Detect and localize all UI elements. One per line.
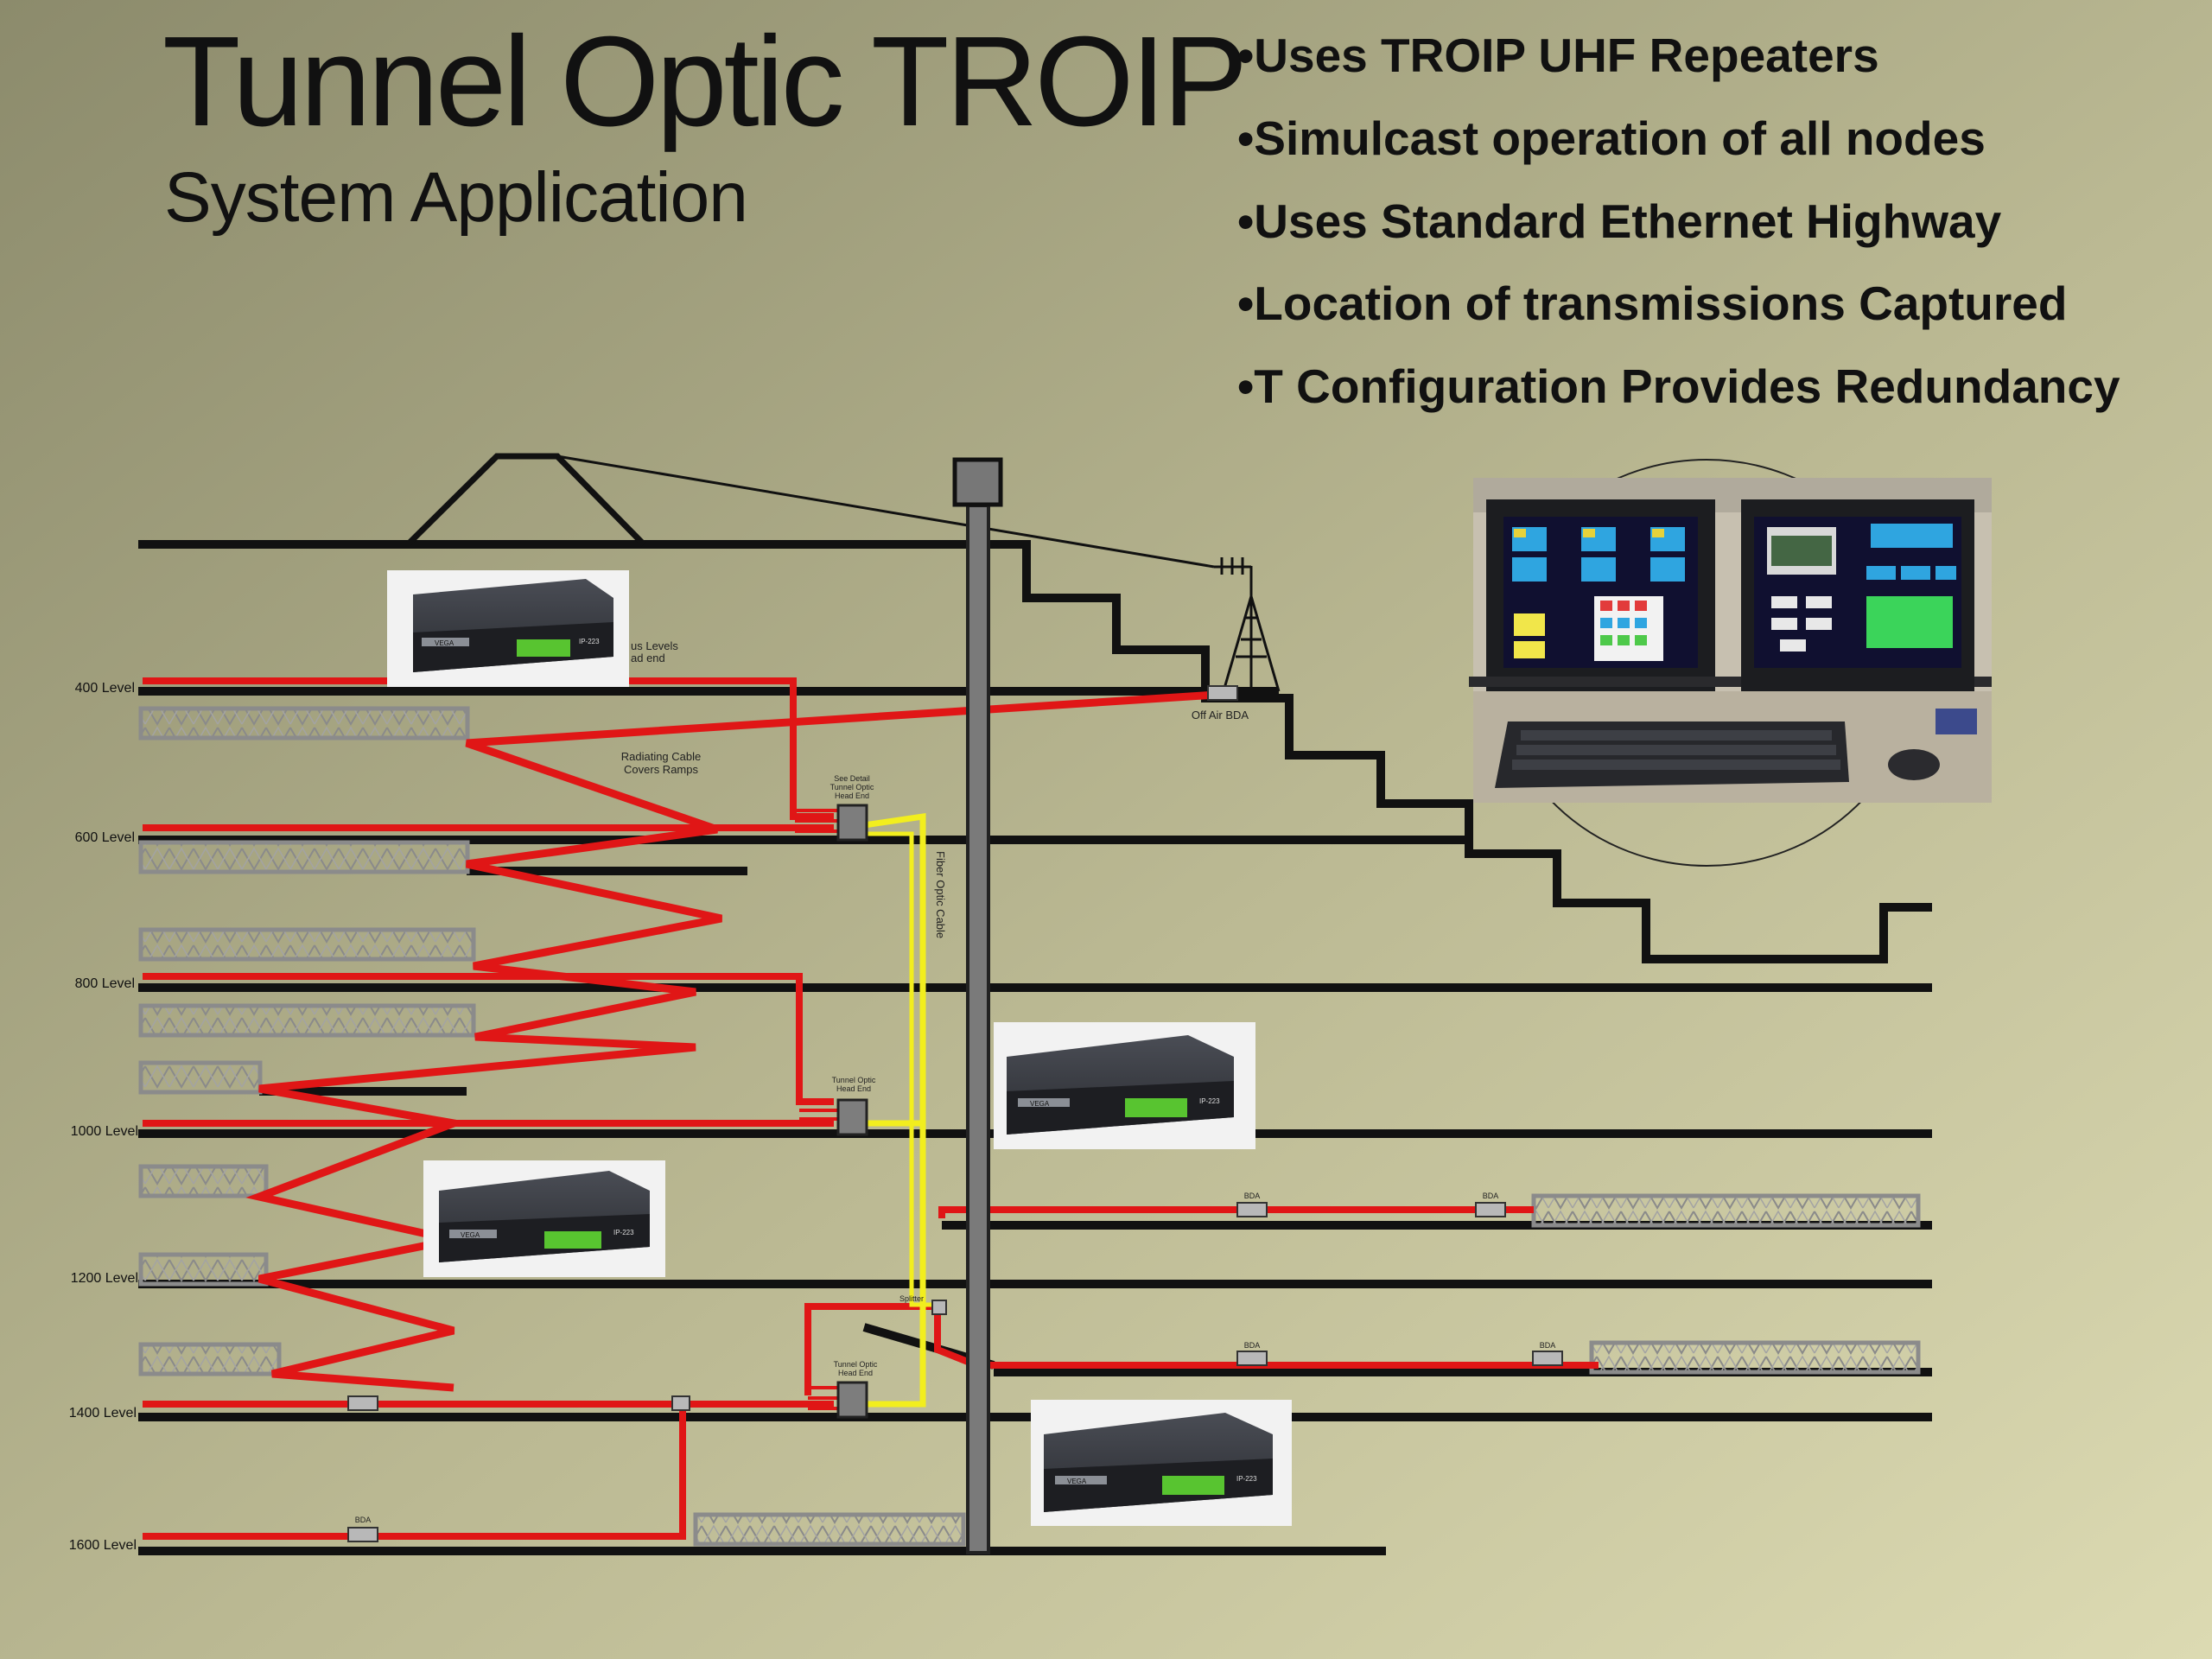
device-model: IP-223: [1236, 1475, 1257, 1483]
device-model: IP-223: [579, 638, 600, 645]
annotation-bda: BDA: [355, 1516, 372, 1524]
annotation-head-end-1400: Tunnel Optic: [834, 1360, 878, 1369]
bullet-item: •Uses TROIP UHF Repeaters: [1237, 29, 1879, 82]
head-end-box-1400: [836, 1381, 868, 1419]
repeater-device-2: VEGA IP-223: [994, 1022, 1255, 1149]
device-model: IP-223: [613, 1229, 634, 1236]
truss-segments: [138, 706, 1921, 1547]
page-title: Tunnel Optic TROIP: [162, 10, 1244, 153]
radiating-cables: [143, 677, 1599, 1540]
annotations: us Levels ad end Radiating Cable Covers …: [355, 639, 1556, 1524]
fiber-optic-cable-2: [864, 831, 940, 1307]
device-brand: VEGA: [1030, 1100, 1050, 1108]
device-model: IP-223: [1199, 1097, 1220, 1105]
level-label: 400 Level: [75, 681, 135, 696]
level-label: 600 Level: [75, 830, 135, 845]
level-label: 1000 Level: [71, 1124, 138, 1139]
bda-boxes: [347, 685, 1563, 1542]
annotation-covers-ramps: Covers Ramps: [624, 763, 698, 776]
annotation-bda: BDA: [1483, 1192, 1499, 1200]
annotation-see-detail-2: Tunnel Optic: [830, 783, 874, 791]
bullet-list: •Uses TROIP UHF Repeaters •Simulcast ope…: [1237, 29, 2120, 413]
head-end-box-600: [836, 804, 868, 842]
open-pit-steps: [985, 540, 1932, 963]
repeater-device-1: VEGA IP-223: [387, 570, 629, 687]
level-label: 1200 Level: [71, 1271, 138, 1286]
annotation-bda: BDA: [1244, 1341, 1261, 1350]
repeater-device-4: VEGA IP-223: [1031, 1400, 1292, 1526]
head-end-boxes: [836, 804, 868, 1419]
device-brand: VEGA: [461, 1231, 480, 1239]
bullet-item: •Simulcast operation of all nodes: [1237, 111, 1986, 165]
annotation-splitter: Splitter: [899, 1294, 924, 1303]
fiber-optic-cable: [863, 812, 926, 1408]
radiating-cable-ramp: [245, 690, 1217, 1392]
device-brand: VEGA: [1067, 1478, 1087, 1485]
annotation-see-detail-3: Head End: [835, 791, 869, 800]
annotation-levels-2: ad end: [631, 652, 665, 664]
device-brand: VEGA: [435, 639, 454, 647]
cable-bundles: [795, 809, 838, 1410]
annotation-head-end-1400-2: Head End: [838, 1369, 873, 1377]
control-console-photo: [1469, 459, 1992, 867]
page-subtitle: System Application: [164, 158, 747, 237]
surface: [138, 453, 1215, 569]
head-end-box-1000: [836, 1098, 868, 1136]
bullet-item: •T Configuration Provides Redundancy: [1237, 359, 2120, 413]
annotation-see-detail: See Detail: [834, 774, 870, 783]
annotation-head-end-1000: Tunnel Optic: [832, 1076, 876, 1084]
annotation-fiber-optic: Fiber Optic Cable: [934, 851, 947, 938]
annotation-off-air-bda: Off Air BDA: [1192, 709, 1249, 721]
repeater-device-3: VEGA IP-223: [423, 1160, 665, 1277]
level-label: 1400 Level: [69, 1406, 137, 1421]
bullet-item: •Uses Standard Ethernet Highway: [1237, 194, 2002, 248]
level-labels: 400 Level 600 Level 800 Level 1000 Level…: [69, 681, 138, 1553]
antenna-tower-icon: [1214, 557, 1281, 692]
bullet-item: •Location of transmissions Captured: [1237, 276, 2068, 330]
annotation-head-end-1000-2: Head End: [836, 1084, 871, 1093]
level-label: 1600 Level: [69, 1538, 137, 1553]
annotation-radiating-cable: Radiating Cable: [621, 750, 702, 763]
central-shaft: [952, 457, 1003, 1554]
annotation-bda: BDA: [1244, 1192, 1261, 1200]
level-lines: [138, 687, 1932, 1555]
annotation-bda: BDA: [1540, 1341, 1556, 1350]
level-label: 800 Level: [75, 976, 135, 991]
annotation-levels: us Levels: [631, 639, 678, 652]
